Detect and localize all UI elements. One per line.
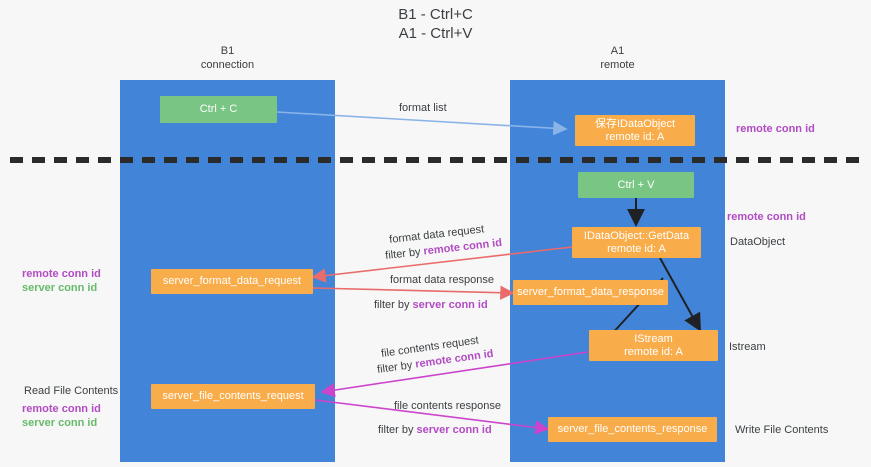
diagram-title: B1 - Ctrl+C A1 - Ctrl+V [0,6,871,44]
edge-label-format-data-response-filter-prefix: filter by [374,299,413,311]
node-save-idataobject-sub: remote id: A [605,130,665,143]
node-save-idataobject[interactable]: 保存IDataObject remote id: A [575,115,695,146]
node-server-format-data-response-label: server_format_data_response [517,286,664,299]
edge-label-format-list: format list [399,102,447,114]
node-ctrl-c-label: Ctrl + C [199,103,238,116]
edge-label-format-data-response: format data response [390,274,494,286]
annotation-left-server-conn-id-mid: server conn id [22,282,98,294]
node-istream-sub: remote id: A [624,345,683,358]
lane-header-a1: A1 remote [510,45,725,73]
node-getdata-sub: remote id: A [607,242,666,255]
annotation-right-istream: Istream [729,341,766,353]
annotation-left-read-file-contents: Read File Contents [24,385,119,397]
diagram-title-line2: A1 - Ctrl+V [398,24,473,42]
node-server-file-contents-request-label: server_file_contents_request [162,390,304,403]
node-istream-label: IStream [634,332,673,345]
annotation-left-remote-conn-id-mid: remote conn id [22,268,101,280]
node-ctrl-v-label: Ctrl + V [617,178,655,191]
annotation-right-dataobject: DataObject [730,236,786,248]
annotation-right-remote-conn-id-top: remote conn id [736,123,815,135]
edge-label-file-contents-response-filter-prefix: filter by [378,424,417,436]
lane-header-a1-role: remote [600,58,635,71]
edge-label-file-contents-response-filter: filter by server conn id [378,424,492,436]
lane-header-b1-name: B1 [220,45,235,57]
node-server-file-contents-response[interactable]: server_file_contents_response [548,417,717,442]
annotation-left-server-conn-id-bottom: server conn id [22,417,98,429]
edge-label-file-contents-response-filter-key: server conn id [416,424,492,436]
node-getdata-label: IDataObject::GetData [583,229,690,242]
edge-label-format-data-response-filter: filter by server conn id [374,299,488,311]
annotation-right-write-file-contents: Write File Contents [735,424,829,436]
edge-label-file-contents-response: file contents response [394,400,502,412]
annotation-left-remote-conn-id-bottom: remote conn id [22,403,101,415]
lane-header-b1-role: connection [200,58,255,71]
node-server-format-data-request-label: server_format_data_request [162,275,302,288]
edge-label-format-data-response-filter-key: server conn id [412,299,488,311]
diagram-title-line1: B1 - Ctrl+C [398,6,473,23]
edge-label-file-contents-request-filter-prefix: filter by [376,358,417,376]
node-server-format-data-response[interactable]: server_format_data_response [513,280,668,305]
lane-header-b1: B1 connection [120,45,335,73]
annotation-right-remote-conn-id-mid: remote conn id [727,211,806,223]
node-istream[interactable]: IStream remote id: A [589,330,718,361]
node-server-file-contents-response-label: server_file_contents_response [557,423,708,436]
node-getdata[interactable]: IDataObject::GetData remote id: A [572,227,701,258]
node-save-idataobject-label: 保存IDataObject [594,117,676,130]
phase-divider [10,157,865,163]
node-server-format-data-request[interactable]: server_format_data_request [151,269,313,294]
node-server-file-contents-request[interactable]: server_file_contents_request [151,384,315,409]
edge-label-format-data-request-filter-prefix: filter by [384,245,425,262]
node-ctrl-v[interactable]: Ctrl + V [578,172,694,198]
lane-header-a1-name: A1 [610,45,625,57]
node-ctrl-c[interactable]: Ctrl + C [160,96,277,123]
